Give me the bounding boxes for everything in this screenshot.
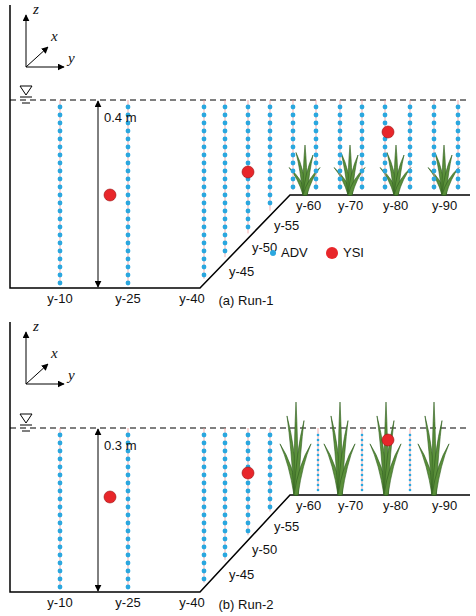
adv-column — [409, 428, 412, 491]
station-label: y-80 — [383, 198, 408, 213]
axis-label: y — [68, 368, 75, 383]
station-label: y-70 — [338, 198, 363, 213]
depth-arrow — [98, 101, 99, 287]
axis-label: x — [51, 346, 58, 361]
water-surface — [10, 99, 470, 100]
ysi-probe — [382, 434, 394, 446]
station-label: y-60 — [296, 198, 321, 213]
adv-column — [338, 100, 343, 190]
ysi-probe — [242, 467, 254, 479]
adv-column — [268, 428, 273, 512]
ysi-probe — [104, 189, 116, 201]
station-label: y-90 — [432, 198, 457, 213]
water-surface — [10, 427, 470, 428]
adv-column — [361, 428, 364, 491]
vegetation — [324, 402, 355, 495]
axes-icon — [26, 15, 64, 67]
vegetation — [428, 145, 459, 195]
adv-column — [317, 428, 320, 491]
legend-text: YSI — [343, 245, 364, 260]
legend-text: ADV — [281, 245, 308, 260]
legend-item: YSI — [326, 245, 364, 260]
panel-drawing — [10, 322, 470, 592]
vegetation — [370, 402, 401, 495]
adv-column — [202, 100, 207, 279]
axes-icon — [26, 332, 64, 384]
station-label: y-70 — [338, 498, 363, 513]
depth-arrow — [98, 429, 99, 591]
adv-column — [126, 100, 131, 285]
panel-caption: (a) Run-1 — [219, 293, 274, 308]
legend-swatch — [270, 250, 276, 256]
vegetation — [289, 145, 320, 195]
station-label: y-25 — [115, 595, 140, 610]
adv-column — [360, 100, 365, 190]
station-label: y-45 — [229, 264, 254, 279]
adv-column — [432, 100, 437, 190]
station-label: y-55 — [274, 519, 299, 534]
station-label: y-25 — [115, 291, 140, 306]
ysi-probe — [104, 491, 116, 503]
adv-column — [408, 100, 413, 190]
adv-column — [202, 428, 207, 583]
station-label: y-50 — [252, 542, 277, 557]
station-label: y-10 — [47, 595, 72, 610]
station-label: y-90 — [432, 498, 457, 513]
adv-column — [223, 428, 228, 560]
vegetation — [334, 145, 365, 195]
water-symbol — [20, 414, 32, 431]
water-symbol — [20, 86, 32, 103]
station-label: y-40 — [179, 595, 204, 610]
adv-column — [291, 100, 296, 190]
ysi-probe — [242, 166, 254, 178]
adv-column — [223, 100, 228, 257]
vegetation — [280, 402, 311, 495]
adv-column — [456, 100, 461, 190]
axis-label: y — [68, 51, 75, 66]
adv-column — [58, 428, 63, 589]
station-label: y-80 — [383, 498, 408, 513]
axis-label: z — [33, 2, 39, 17]
channel-bed — [10, 5, 470, 288]
depth-label: 0.4 m — [104, 110, 137, 125]
station-label: y-45 — [229, 567, 254, 582]
axis-label: x — [51, 29, 58, 44]
vegetation — [418, 402, 449, 495]
channel-bed — [10, 322, 470, 592]
depth-label: 0.3 m — [104, 438, 137, 453]
station-label: y-10 — [47, 291, 72, 306]
axis-label: z — [33, 319, 39, 334]
panel-caption: (b) Run-2 — [219, 597, 274, 612]
station-label: y-60 — [296, 498, 321, 513]
adv-column — [58, 100, 63, 285]
adv-column — [246, 428, 251, 535]
legend-swatch — [326, 247, 338, 259]
station-label: y-40 — [179, 291, 204, 306]
legend-item: ADV — [270, 245, 308, 260]
adv-column — [383, 100, 388, 190]
adv-column — [314, 100, 319, 190]
station-label: y-55 — [274, 218, 299, 233]
adv-column — [268, 100, 273, 211]
panel-drawing — [10, 5, 470, 288]
ysi-probe — [382, 126, 394, 138]
